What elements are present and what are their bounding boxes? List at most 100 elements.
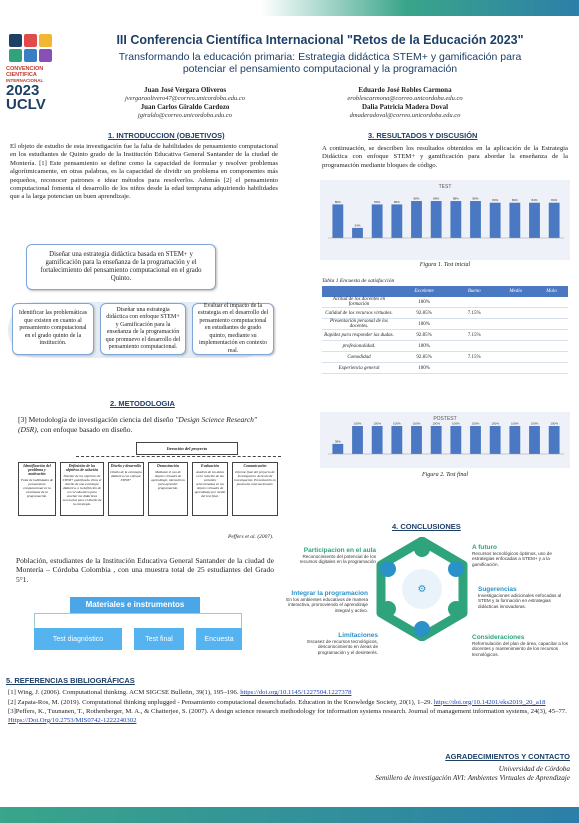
chart-data-label: 24% <box>354 223 360 227</box>
table-cell <box>535 307 568 319</box>
conclusion-title: Limitaciones <box>338 632 378 639</box>
table-cell: Experiencia general <box>322 362 396 374</box>
results-text: A continuación, se describen los resulta… <box>322 145 568 169</box>
chart-bar <box>489 202 501 238</box>
table-cell: 100% <box>396 297 453 308</box>
chart-data-label: 80% <box>335 200 341 204</box>
dsr-step-title: Comunicación <box>243 464 267 468</box>
chart-data-label: 84% <box>512 198 518 202</box>
chart-data-label: 100% <box>393 422 401 426</box>
general-objective-box: Diseñar una estrategia didáctica basada … <box>26 244 216 290</box>
dsr-diagram: Iteración del proyecto Identificación de… <box>16 442 281 538</box>
population-text: Población, estudiantes de la Institución… <box>16 556 274 584</box>
table-header-cell: Medio <box>496 286 536 297</box>
table-cell: Calidad de los recursos virtuales. <box>322 307 396 319</box>
chart-bar <box>470 426 481 454</box>
chart-bar <box>391 204 403 238</box>
chart-data-label: 100% <box>511 422 519 426</box>
chart-bar <box>509 426 521 454</box>
conclusion-text: Investigaciones adicionales enfocadas al… <box>478 593 562 609</box>
conclusions-cycle-diagram: ⚙ <box>370 536 474 642</box>
logo-tiles-icon <box>9 34 58 62</box>
table-row: profesionalidad.100% <box>322 340 568 352</box>
chart-bar <box>529 202 540 238</box>
conclusion-title: Integrar la programacion <box>291 590 368 597</box>
dsr-step-title: Identificación del problema y motivación <box>23 464 51 476</box>
table-row: Presentación personal de los docentes.10… <box>322 318 568 330</box>
poster-title: III Conferencia Científica Internacional… <box>116 33 524 47</box>
chart-bar <box>371 204 383 238</box>
table-cell: Actitud de los docentes en formación <box>322 297 396 308</box>
ack-heading: AGRADECIMIENTOS Y CONTACTO <box>445 752 570 761</box>
table-row: Rapidez para responder las dudas.92.85%7… <box>322 329 568 341</box>
chart-data-label: 100% <box>452 422 460 426</box>
authors-right: Eduardo José Robles Carmona eroblescarmo… <box>320 86 490 120</box>
table-cell <box>496 362 536 374</box>
ack-line-2: Semillero de investigación AVI: Ambiente… <box>375 774 570 782</box>
intro-text: El objeto de estudio de esta investigaci… <box>10 143 278 201</box>
dsr-step: Identificación del problema y motivación… <box>18 462 56 516</box>
table-caption: Tabla 1 Encuesta de satisfacción <box>322 278 395 284</box>
method-text-c: , con enfoque basado en diseño. <box>36 424 133 434</box>
author-name: Juan José Vergara Oliveros <box>143 86 227 94</box>
table-cell: 7.15% <box>452 351 497 363</box>
conclusion-title: Consideraciones <box>472 634 525 641</box>
reference-1-link[interactable]: https://doi.org/10.1145/1227504.1227378 <box>240 689 352 696</box>
author-email: eroblescarmona@correo.unicordoba.edu.co <box>347 95 463 102</box>
conclusion-text: Recursos tecnológicos óptimos, uso de es… <box>472 551 552 567</box>
table-cell <box>535 297 568 308</box>
table-cell: 100% <box>396 340 453 352</box>
table-cell: 92.85% <box>396 351 453 363</box>
chart-title: TEST <box>439 184 452 190</box>
dsr-step-body: Mediante el uso de objetos virtuales de … <box>151 470 185 490</box>
svg-text:⚙: ⚙ <box>418 584 427 595</box>
dsr-iteration-label: Iteración del proyecto <box>136 442 238 455</box>
table-cell <box>496 318 536 330</box>
reference-3: [3]Peffers, K., Tuunanen, T., Rothenberg… <box>8 708 567 724</box>
chart-bar <box>430 201 442 238</box>
chart-title: POSTEST <box>433 416 456 422</box>
table-cell: 7.15% <box>452 307 497 319</box>
conclusion-title: Participacion en el aula <box>303 547 376 554</box>
method-text-a: [3] Metodología de investigación ciencia… <box>18 415 176 424</box>
table-cell <box>452 318 497 330</box>
chart-postest-svg: POSTEST36%100%100%100%100%100%100%100%10… <box>328 416 564 455</box>
chart-bar <box>430 426 442 454</box>
references-heading: 5. REFERENCIAS BIBLIOGRÁFICAS <box>6 676 135 685</box>
chart-bar <box>529 426 540 454</box>
table-cell: 100% <box>396 362 453 374</box>
reference-1: [1] Wing, J. (2006). Computational think… <box>8 689 352 696</box>
table-cell <box>496 307 536 319</box>
table-cell <box>535 340 568 352</box>
chart-bar <box>352 426 363 454</box>
chart-data-label: 100% <box>413 422 421 426</box>
table-cell <box>452 297 497 308</box>
chart-data-label: 100% <box>373 422 381 426</box>
chart-data-label: 84% <box>551 198 557 202</box>
chart-data-label: 100% <box>354 422 362 426</box>
chart-data-label: 84% <box>492 198 498 202</box>
table-cell <box>535 362 568 374</box>
method-heading: 2. METODOLOGIA <box>110 399 175 408</box>
chart-data-label: 80% <box>374 200 380 204</box>
table-cell: Comodidad <box>322 351 396 363</box>
subtitle-line-2: potenciar el pensamiento computacional y… <box>182 63 458 75</box>
dsr-step-body: Informe final del proyecto de investigac… <box>234 470 276 486</box>
reference-2-link[interactable]: https://doi.org/10.14201/eks2019_20_a18 <box>433 698 546 706</box>
logo-line-3: INTERNACIONAL <box>6 78 44 83</box>
chart-data-label: 100% <box>550 422 558 426</box>
chart-data-label: 100% <box>531 422 539 426</box>
footer-band <box>0 807 579 823</box>
chart-data-label: 88% <box>433 197 439 201</box>
reference-3-link[interactable]: Https://Doi.Org/10.2753/MIS0742-12222403… <box>8 716 137 724</box>
table-header-cell: Excelente <box>396 286 453 297</box>
